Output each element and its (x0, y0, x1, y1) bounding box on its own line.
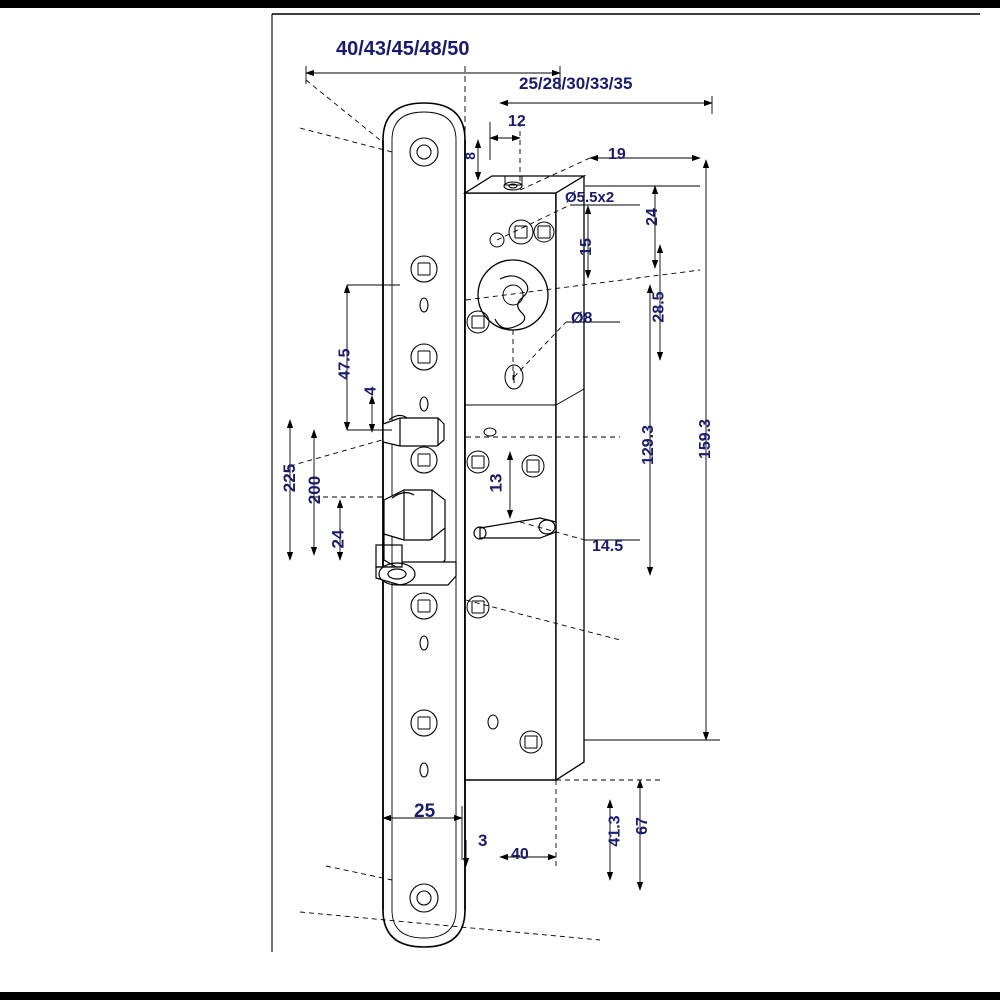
dim-47-5: 47.5 (336, 348, 354, 380)
dim-129-3: 129.3 (640, 424, 658, 466)
dim-19: 19 (608, 146, 626, 163)
dim-24-top: 24 (643, 208, 661, 226)
dim-13: 13 (486, 473, 506, 493)
dim-phi5-5x2: Ø5.5x2 (565, 189, 615, 206)
dim-12: 12 (508, 113, 526, 130)
dim-8-top: 8 (461, 152, 478, 160)
dim-phi8: Ø8 (571, 310, 593, 327)
dim-14-5: 14.5 (592, 538, 624, 555)
dim-28-5: 28.5 (650, 291, 668, 323)
dim-41-3: 41.3 (606, 815, 624, 847)
dim-25: 25 (414, 801, 436, 822)
dim-67: 67 (633, 817, 651, 835)
dim-200: 200 (305, 475, 325, 505)
drawing-geometry (271, 13, 980, 952)
dim-4: 4 (362, 386, 380, 396)
dim-15: 15 (577, 238, 595, 256)
dim-backset-inner-options: 25/28/30/33/35 (519, 74, 633, 93)
dim-3: 3 (478, 831, 488, 850)
dim-24-left: 24 (328, 529, 348, 549)
dim-225: 225 (280, 463, 300, 493)
dim-40-bottom: 40 (511, 846, 529, 863)
dim-backset-options: 40/43/45/48/50 (336, 38, 470, 60)
dim-159-3: 159.3 (697, 418, 715, 460)
